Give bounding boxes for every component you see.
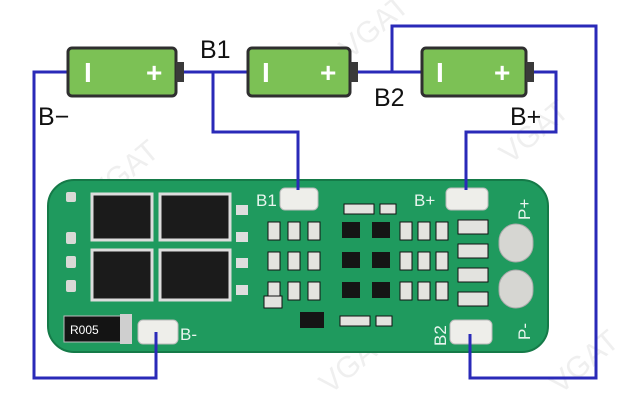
label-b1: B1 <box>200 36 231 64</box>
wires <box>32 24 598 380</box>
battery-pos-sign: + <box>146 57 162 88</box>
chip-lead <box>236 285 248 295</box>
mosfet-chip <box>158 248 232 302</box>
silk-pplus: P+ <box>515 199 534 220</box>
battery-cell-2: I + <box>246 46 358 98</box>
pad-bminus <box>137 319 179 345</box>
resistor-code: R005 <box>70 323 99 337</box>
chip-lead <box>236 205 248 215</box>
output-terminal-oval <box>498 269 534 309</box>
silk-bminus: B- <box>180 325 197 344</box>
battery-neg-sign: I <box>84 57 92 88</box>
edge-pad <box>66 280 76 292</box>
silk-b1: B1 <box>256 191 277 210</box>
watermark-text: VGAT <box>543 324 625 400</box>
chip-lead <box>236 232 248 242</box>
edge-pad <box>66 232 76 244</box>
resistor-end-cap <box>120 314 132 344</box>
mosfet-chip <box>90 192 154 242</box>
wire-b2-tap <box>390 24 598 380</box>
pcb-board: R005 B1 B+ B- B2 <box>47 179 549 353</box>
mosfet-chip <box>158 192 232 242</box>
battery-pos-sign: + <box>494 57 510 88</box>
chip-lead <box>236 258 248 268</box>
battery-neg-sign: I <box>436 57 444 88</box>
output-terminal-oval <box>498 223 534 263</box>
battery-neg-sign: I <box>262 57 270 88</box>
wire-b1-tap <box>211 72 300 190</box>
silk-pminus: P- <box>515 323 534 340</box>
battery-pos-sign: + <box>320 57 336 88</box>
battery-cell-1: I + <box>66 46 184 98</box>
label-b-minus: B− <box>38 103 69 131</box>
silk-bplus: B+ <box>414 191 435 210</box>
ic-chips <box>300 222 390 328</box>
edge-pad <box>66 192 76 202</box>
mosfet-chip <box>90 248 154 302</box>
label-b2: B2 <box>374 84 405 112</box>
pad-bplus <box>445 187 489 211</box>
edge-pad <box>66 256 76 268</box>
wire-bminus <box>32 70 158 380</box>
pad-b1 <box>279 187 319 211</box>
battery-cell-3: I + <box>420 46 534 98</box>
wire-bplus <box>464 70 558 190</box>
label-b-plus: B+ <box>510 103 541 131</box>
silk-b2: B2 <box>431 325 450 346</box>
smd-component-grid <box>263 203 489 327</box>
